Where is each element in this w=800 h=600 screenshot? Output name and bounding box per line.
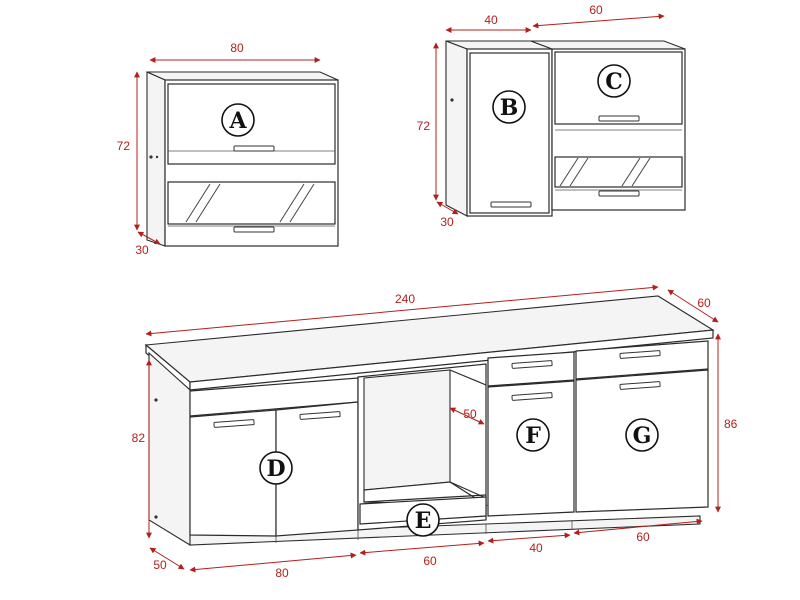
svg-text:72: 72	[117, 139, 131, 153]
dimension-c-width: 60	[532, 3, 665, 29]
svg-text:40: 40	[484, 13, 498, 27]
svg-text:30: 30	[440, 215, 454, 229]
svg-text:80: 80	[275, 566, 289, 580]
wall-cabinet-b	[445, 40, 553, 217]
unit-letter-b: B	[500, 95, 519, 121]
svg-text:240: 240	[395, 292, 415, 306]
svg-text:60: 60	[636, 530, 650, 544]
svg-text:72: 72	[417, 119, 431, 133]
dimension-e-width: 60	[359, 540, 485, 568]
wall-cabinet-a	[146, 71, 339, 247]
dimension-b-width: 40	[445, 13, 532, 33]
svg-text:30: 30	[135, 243, 149, 257]
svg-text:50: 50	[153, 558, 167, 572]
dimension-base-height-left: 82	[132, 359, 152, 539]
dimension-base-depth-bottom: 50	[149, 547, 185, 572]
dimension-bc-depth: 30	[436, 201, 459, 229]
svg-text:60: 60	[589, 3, 603, 17]
unit-label-g: G	[625, 418, 659, 452]
unit-letter-g: G	[633, 423, 652, 449]
unit-label-b: B	[492, 90, 526, 124]
unit-letter-f: F	[525, 423, 541, 449]
unit-letter-c: C	[605, 69, 623, 95]
dimension-oven-depth: 50	[449, 407, 485, 425]
svg-text:82: 82	[132, 431, 146, 445]
unit-label-f: F	[516, 418, 550, 452]
unit-label-e: E	[406, 503, 440, 537]
dimension-d-width: 80	[189, 552, 357, 580]
dimension-base-depth-top: 60	[667, 289, 719, 323]
unit-label-c: C	[597, 64, 631, 98]
dimension-a-height: 72	[117, 71, 140, 231]
svg-text:60: 60	[697, 296, 711, 310]
unit-letter-d: D	[266, 456, 285, 482]
dimension-g-width: 60	[573, 518, 703, 544]
unit-label-a: A	[221, 103, 255, 137]
svg-text:40: 40	[529, 541, 543, 555]
svg-text:86: 86	[724, 417, 738, 431]
unit-letter-a: A	[228, 108, 247, 134]
dimension-a-depth: 30	[135, 231, 161, 257]
dimension-f-width: 40	[487, 532, 571, 555]
svg-text:50: 50	[463, 407, 477, 421]
dimension-a-width: 80	[149, 41, 321, 63]
svg-text:60: 60	[423, 554, 437, 568]
dimension-base-total-width: 240	[145, 284, 659, 337]
svg-text:80: 80	[230, 41, 244, 55]
dimension-base-height-right: 86	[715, 333, 738, 513]
unit-letter-e: E	[415, 508, 432, 534]
unit-label-d: D	[259, 451, 293, 485]
dimension-bc-height: 72	[417, 42, 439, 201]
